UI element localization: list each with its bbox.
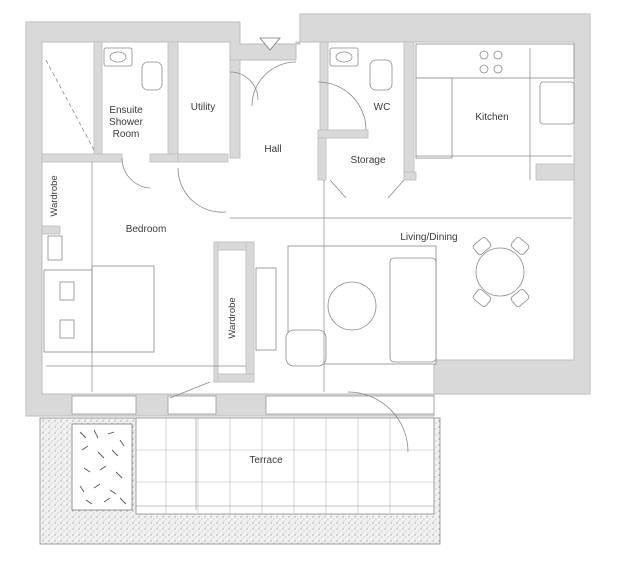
- label-wardrobe-top: Wardrobe: [49, 175, 60, 216]
- label-terrace: Terrace: [249, 455, 283, 466]
- label-utility: Utility: [191, 102, 215, 113]
- interior-walls: [41, 41, 575, 383]
- entrance-triangle-icon: [259, 37, 281, 51]
- label-kitchen: Kitchen: [475, 112, 508, 123]
- label-storage: Storage: [350, 155, 385, 166]
- exterior-walls: [25, 13, 591, 417]
- label-bedroom: Bedroom: [126, 224, 167, 235]
- planter-hatching: [79, 429, 127, 505]
- terrace: [39, 417, 441, 545]
- room-labels: Ensuite Shower Room Utility Hall WC Kitc…: [49, 102, 509, 466]
- label-living-dining: Living/Dining: [400, 232, 457, 243]
- door-swings: [121, 61, 409, 453]
- dimension-lines: [46, 48, 572, 392]
- label-wardrobe-bottom: Wardrobe: [227, 297, 238, 338]
- label-ensuite-line-3: Room: [113, 129, 140, 140]
- label-ensuite-line-2: Shower: [109, 117, 144, 128]
- label-hall: Hall: [264, 144, 281, 155]
- label-ensuite-line-1: Ensuite: [109, 105, 143, 116]
- fixtures: [43, 43, 575, 367]
- label-wc: WC: [374, 102, 391, 113]
- windows: [71, 395, 435, 415]
